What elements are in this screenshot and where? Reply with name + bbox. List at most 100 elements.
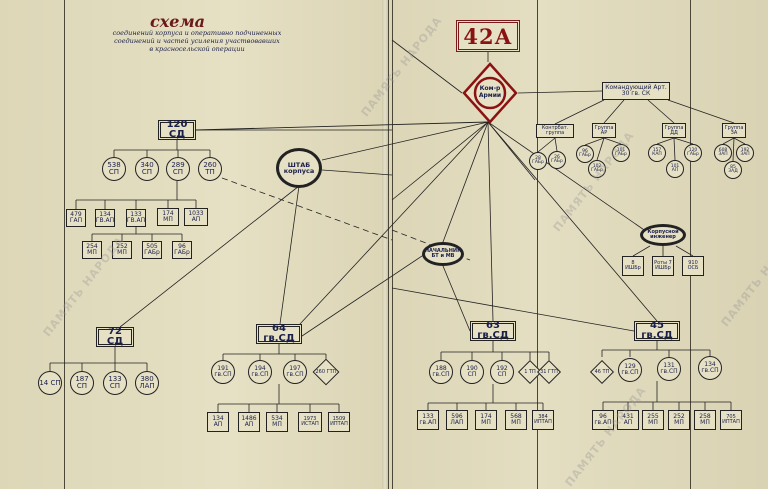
support-unit-box: 258 МП (694, 410, 716, 430)
diamond-label: 46 ТП (594, 368, 610, 375)
margin-line (537, 0, 538, 489)
support-unit-box: 479 ГАП (66, 209, 86, 227)
diagram-title: схема (150, 12, 206, 31)
connector-line (195, 121, 489, 131)
commander-line: Армии (478, 92, 502, 99)
group-dd-unit-circle: 101 АП (666, 160, 684, 178)
support-unit-box: 134 АП (207, 412, 229, 432)
support-unit-box: 568 МП (505, 410, 527, 430)
support-unit-box: 134 ГВ.АП (95, 209, 115, 227)
connector-line (119, 185, 300, 328)
group-za-unit-circle: 85 ЗАД (724, 161, 742, 179)
group-dd-unit-circle: 120 ГАБр (684, 144, 702, 162)
connector-line (647, 99, 675, 124)
connector-line (537, 137, 556, 153)
regiment-circle: 191 гв.СП (211, 360, 235, 384)
support-unit-box: 255 МП (642, 410, 664, 430)
connector-line (632, 245, 651, 257)
support-unit-box: 96 гв.АП (592, 410, 614, 430)
group-dd-unit-circle: 157 КАП (648, 144, 666, 162)
artillery-commander-box: Командующий Арт. 30 гв. СК (602, 82, 670, 100)
army-hq-box: 42А (456, 20, 520, 52)
margin-line (392, 0, 393, 489)
connector-line (733, 137, 746, 145)
counterbattery-group-box: Контрбат. группа (536, 124, 574, 138)
regiment-circle: 289 СП (166, 157, 190, 181)
regiment-circle: 133 СП (103, 371, 127, 395)
diamond-label: 260 ГТП (315, 368, 337, 375)
commander-label: Ком-р Армии (462, 85, 518, 99)
division-72-box: 72 СД (96, 327, 134, 347)
support-unit-box: 431 АП (617, 410, 639, 430)
support-unit-box: 96 ГАБр (172, 241, 192, 259)
connector-line (391, 287, 635, 332)
connector-line (321, 121, 489, 161)
armor-chief-oval: НАЧАЛЬНИК БТ и МВ (422, 242, 464, 266)
support-unit-box: 174 МП (475, 410, 497, 430)
group-ar-box: Группа АР (592, 123, 616, 138)
connector-line (487, 121, 494, 322)
division-64-box: 64 гв.СД (256, 324, 302, 344)
regiment-circle: 197 гв.СП (283, 360, 307, 384)
connector-line (487, 121, 536, 181)
corps-engineer-oval: Корпусной инженер (640, 224, 686, 246)
margin-line (64, 0, 65, 489)
connector-line (299, 121, 489, 325)
support-unit-box: 505 ГАБр (142, 241, 162, 259)
connector-line (391, 39, 463, 94)
division-45-box: 45 гв.СД (634, 321, 680, 341)
kontrbat-unit-circle: 26 ГАБр (548, 151, 566, 169)
tank-regiment-diamond: 260 ГТП (312, 358, 340, 386)
support-unit-box: 133 ГВ.АП (126, 209, 146, 227)
regiment-circle: 192 СП (490, 360, 514, 384)
connector-line (279, 185, 300, 325)
regiment-circle: 538 СП (102, 157, 126, 181)
connector-line (732, 137, 735, 162)
connector-line (391, 121, 489, 201)
margin-line (388, 0, 389, 489)
corps-staff-circle: ШТАБ корпуса (276, 148, 322, 188)
support-unit-box: 1033 АП (184, 208, 208, 226)
regiment-circle: 260 ТП (198, 157, 222, 181)
support-unit-box: 1509 ИПТАП (328, 412, 350, 432)
regiment-circle: 188 гв.СП (429, 360, 453, 384)
regiment-circle: 190 СП (460, 360, 484, 384)
kontrbat-unit-circle: 28 ГАБр (529, 152, 547, 170)
support-unit-box: 133 гв.АП (417, 410, 439, 430)
commander-line: Ком-р (479, 85, 501, 92)
engineer-unit-box: 910 ОСБ (682, 256, 704, 276)
group-ar-unit-circle: 96 ГАБр (576, 145, 594, 163)
connector-line (603, 99, 625, 124)
margin-line (690, 0, 691, 489)
connector-line (321, 169, 393, 176)
division-120-box: 120 СД (158, 120, 196, 140)
tank-regiment-diamond: 46 ТП (589, 358, 615, 386)
support-unit-box: 1486 АП (238, 412, 260, 432)
connector-line (487, 121, 651, 235)
support-unit-box: 596 ЛАП (446, 410, 468, 430)
connector-line (667, 99, 735, 124)
group-dd-box: Группа ДД (662, 123, 686, 138)
group-ar-unit-circle: 101 ГАБр (612, 144, 630, 162)
connector-line (442, 265, 471, 332)
regiment-circle: 131 гв.СП (657, 357, 681, 381)
army-commander-emblem: Ком-р Армии (462, 62, 518, 124)
connector-line (673, 137, 694, 145)
connector-line (517, 90, 603, 94)
connector-line (722, 137, 735, 145)
diamond-label: 31 ГТП (540, 368, 558, 375)
tank-regiment-diamond: 1 ТП (517, 358, 543, 386)
connector-line (656, 137, 675, 145)
support-unit-box: 1973 ИСТАП (298, 412, 322, 432)
subtitle-line: соединений и частей усиления участвовавш… (114, 37, 280, 45)
connector-line (554, 99, 605, 125)
connector-line (675, 245, 694, 257)
regiment-circle: 187 СП (70, 371, 94, 395)
support-unit-box: 384 ИПТАП (532, 410, 554, 430)
division-63-box: 63 гв.СД (470, 321, 516, 341)
group-za-unit-circle: 608 ЗАП (714, 144, 732, 162)
regiment-circle: 134 гв.СП (698, 356, 722, 380)
subtitle-line: в красносельской операции (149, 45, 245, 53)
